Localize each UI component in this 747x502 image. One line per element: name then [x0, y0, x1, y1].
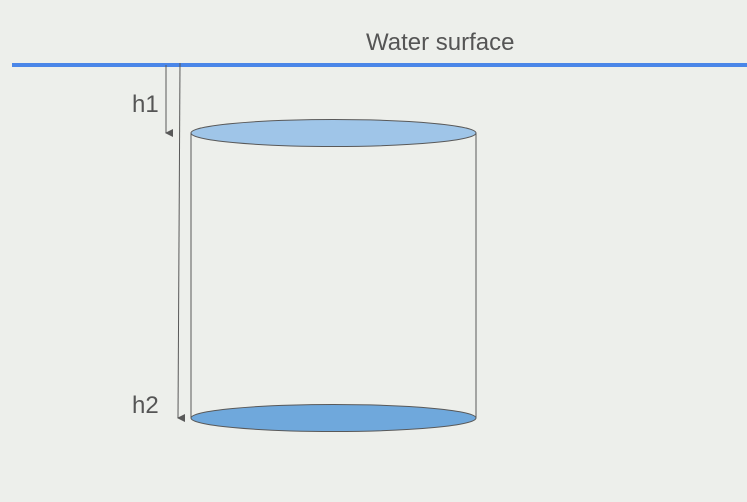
h1-label: h1	[132, 91, 159, 118]
water-surface-label: Water surface	[366, 29, 515, 56]
h2-label: h2	[132, 392, 159, 419]
cylinder-top-face	[190, 119, 477, 147]
h2-arrow	[177, 62, 186, 423]
cylinder-bottom-face	[190, 404, 477, 432]
